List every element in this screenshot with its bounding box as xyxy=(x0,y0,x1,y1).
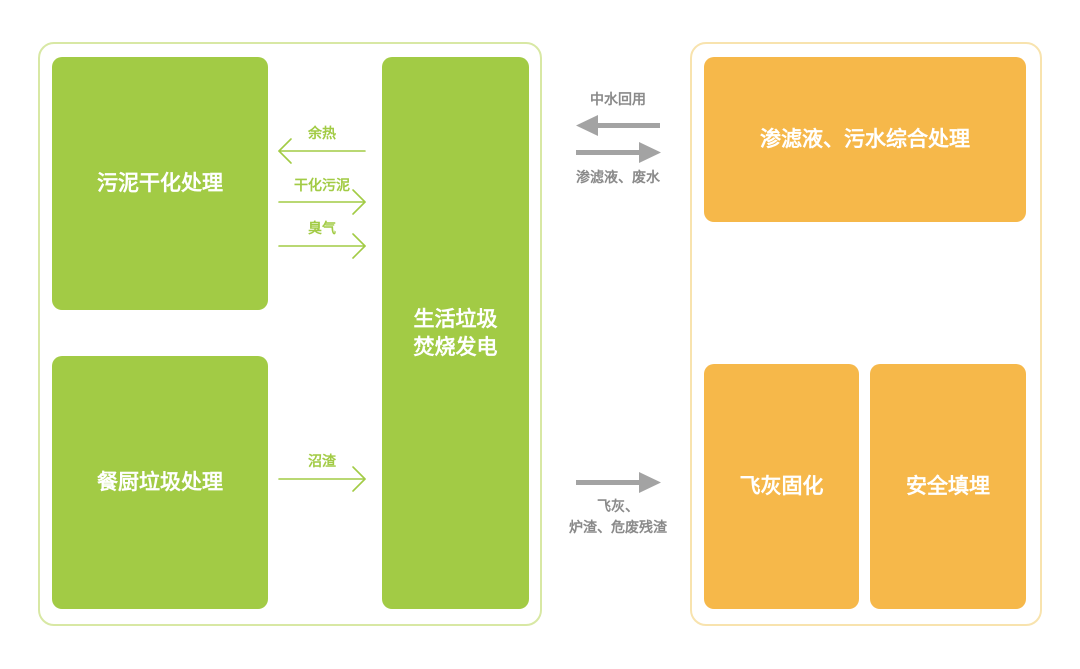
odor-label: 臭气 xyxy=(308,221,336,237)
leachate-wastewater-arrow xyxy=(576,142,661,163)
ash-residue-label: 飞灰、 炉渣、危废残渣 xyxy=(569,499,667,536)
leachate-treatment-box: 渗滤液、污水综合处理 xyxy=(704,57,1026,222)
waste-incineration-box: 生活垃圾 焚烧发电 xyxy=(382,57,529,609)
reclaimed-water-label: 中水回用 xyxy=(590,92,646,108)
waste-heat-label: 余热 xyxy=(308,126,336,142)
dried-sludge-label: 干化污泥 xyxy=(294,178,350,194)
reclaimed-water-arrow xyxy=(576,115,660,136)
kitchen-waste-box: 餐厨垃圾处理 xyxy=(52,356,268,609)
biogas-residue-label: 沼渣 xyxy=(308,454,336,470)
leachate-wastewater-label: 渗滤液、废水 xyxy=(576,170,660,186)
ash-residue-arrow xyxy=(576,472,661,493)
sludge-drying-box: 污泥干化处理 xyxy=(52,57,268,310)
fly-ash-solidification-box: 飞灰固化 xyxy=(704,364,859,609)
safe-landfill-box: 安全填埋 xyxy=(870,364,1026,609)
